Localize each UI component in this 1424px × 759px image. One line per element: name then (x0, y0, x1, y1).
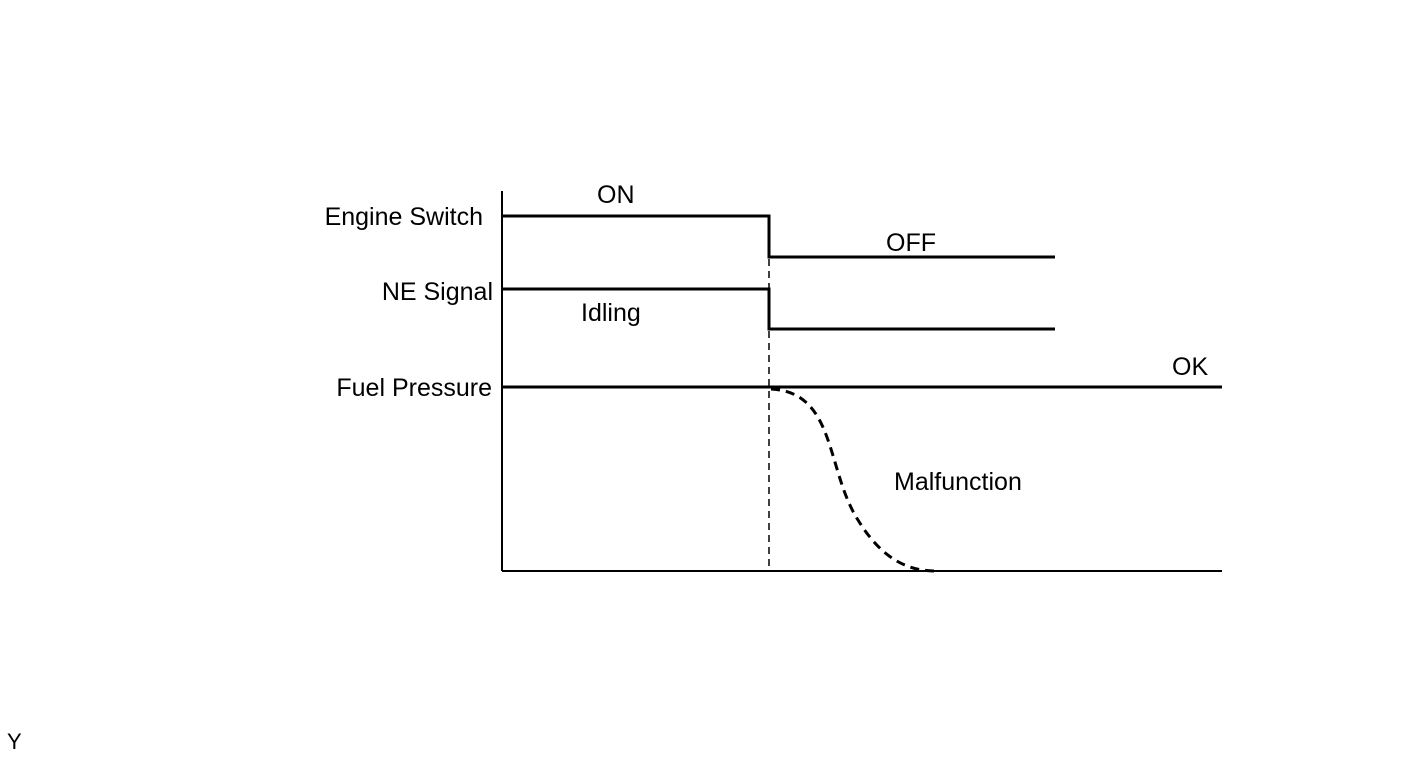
off-state-label: OFF (886, 229, 936, 257)
engine-switch-label: Engine Switch (325, 203, 483, 231)
ok-state-label: OK (1172, 353, 1208, 381)
idling-state-label: Idling (581, 299, 641, 327)
ne-signal-label: NE Signal (382, 278, 493, 306)
fuel-pressure-malfunction-curve (770, 387, 936, 573)
ne-signal-waveform (502, 287, 1055, 331)
engine-switch-waveform (502, 214, 1055, 259)
fuel-pressure-label: Fuel Pressure (336, 374, 492, 402)
corner-mark: Y (7, 729, 22, 754)
on-state-label: ON (597, 181, 635, 209)
malfunction-state-label: Malfunction (894, 468, 1022, 496)
